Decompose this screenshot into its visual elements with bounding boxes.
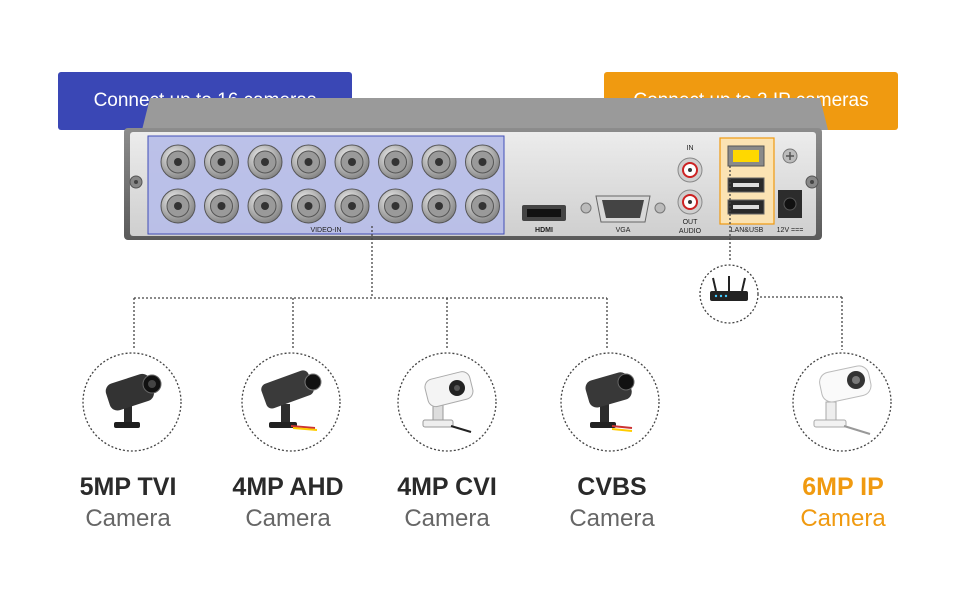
bnc-connector bbox=[465, 188, 500, 224]
router-icon bbox=[710, 276, 748, 301]
ip-connector-lines bbox=[729, 166, 843, 350]
lan-usb-label: LAN&USB bbox=[731, 227, 764, 234]
bnc-connector bbox=[204, 188, 239, 224]
camera-type: Camera bbox=[245, 505, 331, 532]
camera-type: Camera bbox=[404, 505, 490, 532]
bullet-camera-ip-icon bbox=[813, 365, 872, 435]
camera-label-ahd: 4MP AHD Camera bbox=[208, 472, 368, 534]
vga-label: VGA bbox=[616, 227, 631, 234]
bnc-connector bbox=[204, 144, 239, 180]
camera-model: 4MP AHD bbox=[232, 473, 344, 501]
audio-label: AUDIO bbox=[679, 228, 702, 235]
camera-type: Camera bbox=[800, 505, 886, 532]
audio-out-label: OUT bbox=[683, 219, 699, 226]
camera-circles bbox=[82, 352, 892, 452]
camera-label-tvi: 5MP TVI Camera bbox=[48, 472, 208, 534]
power-label: 12V === bbox=[777, 227, 804, 234]
bullet-camera-tvi-icon bbox=[105, 373, 162, 428]
bnc-connector bbox=[378, 144, 413, 180]
bnc-connector-grid bbox=[160, 144, 500, 224]
analog-connector-lines bbox=[133, 226, 608, 350]
audio-in-label: IN bbox=[687, 145, 694, 152]
camera-type: Camera bbox=[569, 505, 655, 532]
bullet-camera-cvi-icon bbox=[422, 371, 474, 433]
camera-model: 4MP CVI bbox=[397, 473, 497, 501]
camera-model: 6MP IP bbox=[802, 473, 884, 501]
bnc-connector bbox=[465, 144, 500, 180]
bnc-connector bbox=[291, 144, 326, 180]
bnc-connector bbox=[247, 144, 283, 180]
camera-label-cvi: 4MP CVI Camera bbox=[367, 472, 527, 534]
bnc-connector bbox=[421, 188, 457, 224]
video-in-label: VIDEO-IN bbox=[310, 227, 341, 234]
bnc-connector bbox=[334, 188, 370, 224]
bnc-connector bbox=[378, 188, 413, 224]
camera-label-cvbs: CVBS Camera bbox=[532, 472, 692, 534]
camera-type: Camera bbox=[85, 505, 171, 532]
camera-label-ip: 6MP IP Camera bbox=[763, 472, 923, 534]
bnc-connector bbox=[247, 188, 283, 224]
dvr-top-lid bbox=[142, 98, 828, 130]
camera-model: 5MP TVI bbox=[79, 473, 177, 501]
bnc-connector bbox=[334, 144, 370, 180]
bullet-camera-ahd-icon bbox=[261, 370, 322, 431]
camera-model: CVBS bbox=[577, 473, 647, 501]
bnc-connector bbox=[291, 188, 326, 224]
hdmi-label: HDMI bbox=[535, 227, 553, 234]
bnc-connector bbox=[160, 188, 196, 224]
bnc-connector bbox=[421, 144, 457, 180]
bullet-camera-cvbs-icon bbox=[585, 372, 635, 432]
bnc-connector bbox=[160, 144, 196, 180]
